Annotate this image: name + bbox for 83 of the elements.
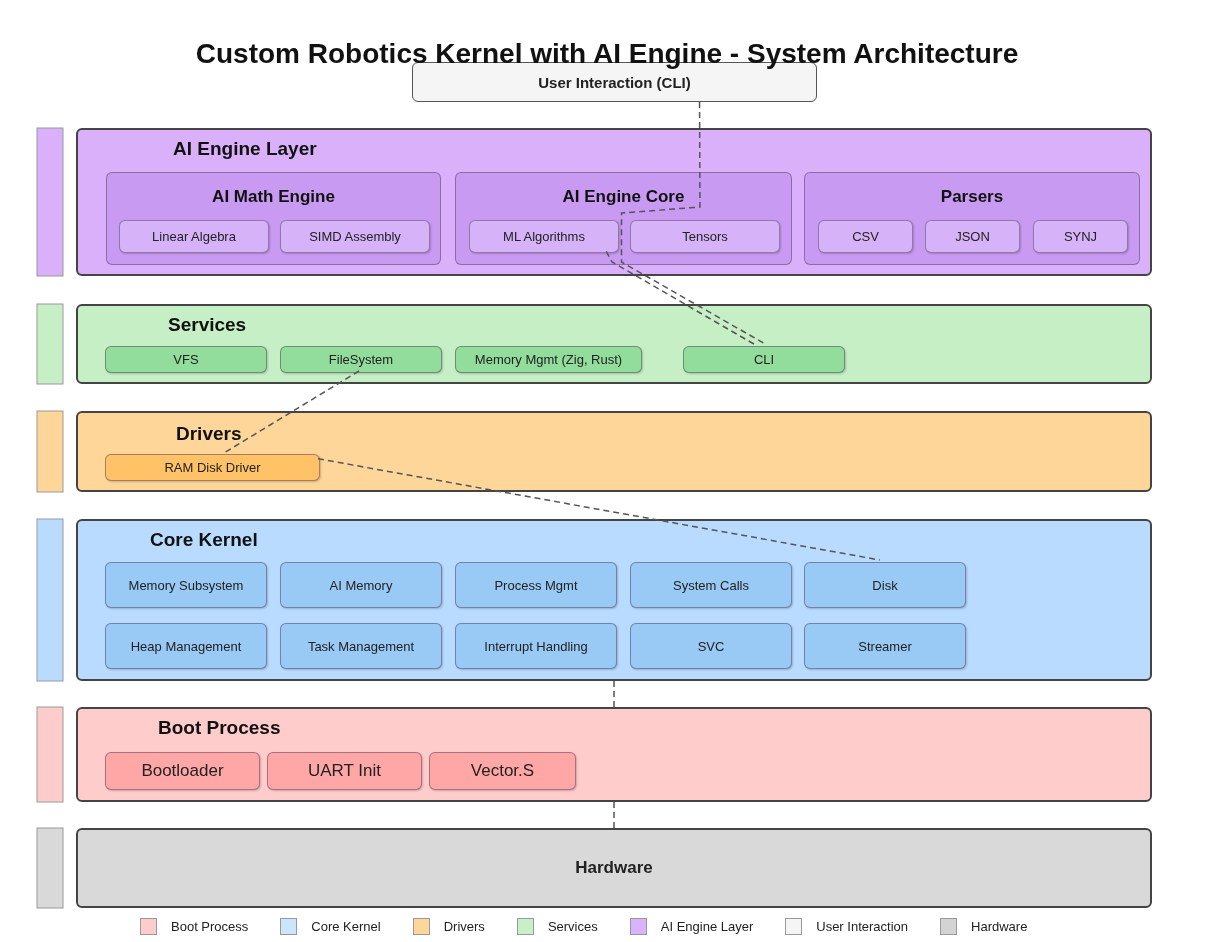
module-box: [106, 172, 441, 265]
layer-band: [76, 519, 1152, 681]
layer-title: AI Engine Layer: [173, 138, 317, 160]
layer-band: [76, 304, 1152, 384]
component-label: Process Mgmt: [494, 577, 578, 593]
component-label: SVC: [697, 638, 725, 654]
component-label: ML Algorithms: [503, 229, 585, 244]
diagram-title: Custom Robotics Kernel with AI Engine - System Architecture: [194, 38, 1020, 70]
legend-label: Drivers: [443, 919, 485, 934]
component-box: [280, 562, 442, 608]
module-box: [804, 172, 1140, 265]
component-box: [469, 220, 619, 253]
layer-band: [76, 128, 1152, 276]
dashed-connector: [317, 458, 881, 561]
module-title: AI Math Engine: [211, 187, 336, 207]
component-box: [804, 623, 966, 669]
component-box: [630, 220, 780, 253]
component-label: Heap Management: [130, 638, 242, 654]
component-box: [119, 220, 269, 253]
component-box: [455, 623, 617, 669]
component-box: [280, 220, 430, 253]
component-label: Tensors: [682, 229, 728, 244]
module-box: [455, 172, 792, 265]
component-box: [683, 346, 845, 373]
legend-label: Core Kernel: [311, 919, 381, 934]
legend-label: Services: [547, 919, 598, 934]
component-box: [455, 562, 617, 608]
component-box: [105, 623, 267, 669]
component-label: SIMD Assembly: [309, 229, 401, 244]
component-box: [630, 562, 792, 608]
component-label: Vector.S: [470, 761, 535, 781]
component-label: FileSystem: [328, 352, 394, 367]
layer-title: Core Kernel: [150, 529, 258, 551]
legend-label: Boot Process: [171, 919, 249, 934]
component-label: SYNJ: [1063, 229, 1098, 244]
component-label: VFS: [173, 352, 199, 367]
component-label: System Calls: [673, 577, 749, 593]
component-label: RAM Disk Driver: [164, 460, 261, 475]
component-box: [105, 454, 320, 481]
legend-label: User Interaction: [816, 919, 908, 934]
layer-title: Drivers: [176, 423, 242, 445]
component-box: [925, 220, 1020, 253]
layer-band: [76, 411, 1152, 492]
component-label: Bootloader: [141, 761, 224, 781]
layer-title: Services: [168, 314, 247, 336]
component-box: [280, 346, 442, 373]
dashed-connector: [613, 680, 615, 708]
module-title: Parsers: [939, 187, 1005, 207]
legend-label: Hardware: [971, 919, 1028, 934]
component-box: [267, 752, 422, 790]
component-box: [280, 623, 442, 669]
legend-label: AI Engine Layer: [660, 919, 754, 934]
module-title: AI Engine Core: [561, 187, 686, 207]
dashed-connector: [620, 101, 766, 345]
component-label: UART Init: [307, 761, 382, 781]
dashed-connector: [604, 249, 755, 345]
component-label: Disk: [872, 577, 898, 593]
component-label: Task Management: [307, 638, 415, 654]
layer-band: [76, 707, 1152, 802]
component-label: JSON: [955, 229, 990, 244]
component-box: [804, 562, 966, 608]
component-label: AI Memory: [329, 577, 393, 593]
layer-title: Boot Process: [158, 717, 281, 739]
component-label: Interrupt Handling: [484, 638, 588, 654]
dashed-connector: [613, 801, 615, 829]
component-label: Streamer: [858, 638, 912, 654]
component-box: [105, 562, 267, 608]
component-box: [1033, 220, 1128, 253]
component-box: [818, 220, 913, 253]
component-box: [105, 752, 260, 790]
component-label: CLI: [753, 352, 775, 367]
component-box: [630, 623, 792, 669]
component-label: Linear Algebra: [152, 229, 236, 244]
interface-label: User Interaction (CLI): [538, 73, 691, 91]
layer-band: [76, 828, 1152, 908]
component-label: Memory Mgmt (Zig, Rust): [474, 352, 623, 367]
component-label: CSV: [852, 229, 879, 244]
layer-title: Hardware: [575, 858, 653, 878]
component-box: [455, 346, 642, 373]
component-box: [429, 752, 576, 790]
component-label: Memory Subsystem: [128, 577, 244, 593]
component-box: [105, 346, 267, 373]
dashed-connector: [224, 370, 360, 453]
